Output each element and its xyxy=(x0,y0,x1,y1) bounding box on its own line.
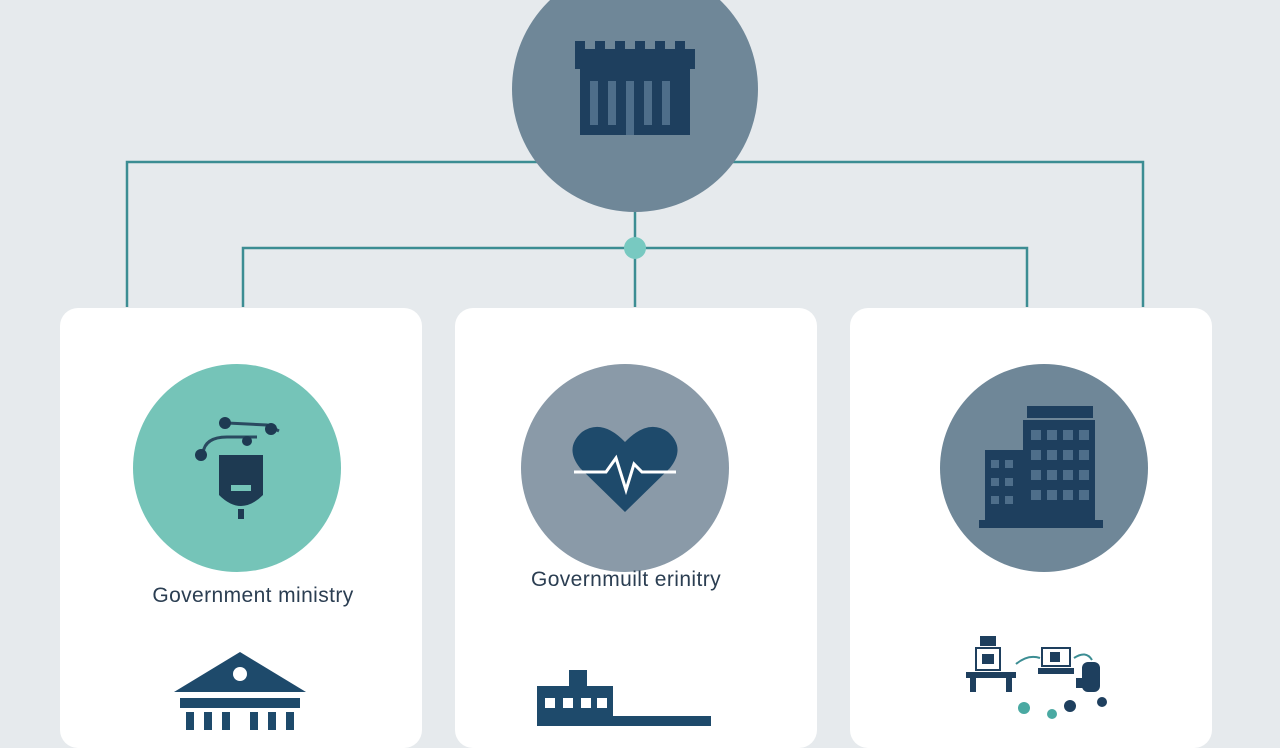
ministry-card-2[interactable]: Governmuilt erinitry xyxy=(455,308,817,748)
robotics-lab-icon xyxy=(966,636,1107,719)
building-gate-icon xyxy=(575,41,695,135)
card-icon-circle xyxy=(940,364,1148,572)
heart-pulse-icon xyxy=(572,426,678,512)
card-label: Government ministry xyxy=(152,584,354,607)
card-icon-circle xyxy=(133,364,341,572)
connected-shield-icon xyxy=(195,417,280,519)
card-icon-circle xyxy=(521,364,729,572)
government-building-icon xyxy=(174,652,306,730)
junction-node xyxy=(624,237,646,259)
hospital-building-icon xyxy=(537,670,711,726)
top-node xyxy=(512,0,758,212)
ministry-card-3[interactable] xyxy=(850,308,1212,748)
card-label: Governmuilt erinitry xyxy=(530,568,722,591)
office-tower-icon xyxy=(979,406,1103,528)
ministry-card-1[interactable]: Government ministry xyxy=(60,308,422,748)
